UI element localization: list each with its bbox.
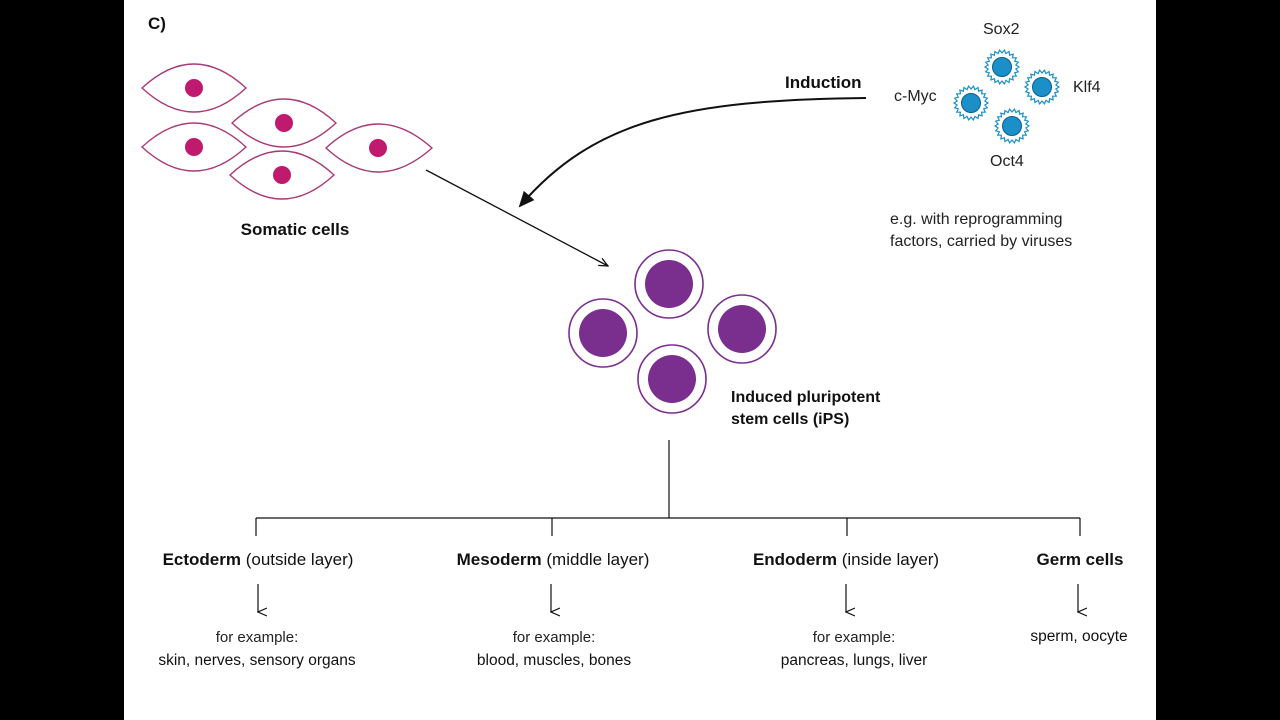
somatic-cell [228, 150, 336, 200]
germ-cells-examples: sperm, oocyte [1030, 628, 1128, 645]
oct4-particle [993, 108, 1031, 144]
ips-label-line1: Induced pluripotent [731, 389, 881, 406]
cmyc-particle [952, 85, 990, 121]
mesoderm-examples: blood, muscles, bones [476, 652, 632, 669]
somatic-cell [140, 63, 248, 113]
somatic-cells-label: Somatic cells [240, 220, 350, 239]
somatic-cells-group [140, 63, 434, 200]
reprogramming-note-line1: e.g. with reprogramming [890, 211, 1063, 228]
induction-label: Induction [785, 73, 862, 92]
ectoderm-desc: (outside layer) [240, 550, 354, 569]
sox2-particle [983, 49, 1021, 85]
ips-cell [568, 298, 638, 368]
diagram-canvas: C) Somatic cells Induction Sox2 Klf4 c-M… [124, 0, 1156, 720]
ips-cells-group [568, 249, 777, 414]
germ-cells-heading: Germ cells [1037, 550, 1124, 570]
endoderm-example-label: for example: [812, 629, 896, 646]
lineage-tree [255, 440, 1080, 612]
somatic-cell [324, 123, 434, 173]
ips-cell [637, 344, 707, 414]
reprogramming-note-line2: factors, carried by viruses [890, 233, 1073, 250]
mesoderm-example-label: for example: [512, 629, 596, 646]
panel-label: C) [148, 14, 166, 33]
klf4-particle [1023, 69, 1061, 105]
germ-cells-name: Germ cells [1036, 550, 1124, 569]
endoderm-desc: (inside layer) [837, 550, 940, 569]
factor-label-klf4: Klf4 [1073, 79, 1101, 96]
ectoderm-example-label: for example: [215, 629, 299, 646]
endoderm-name: Endoderm [752, 550, 838, 569]
factor-label-sox2: Sox2 [983, 21, 1020, 38]
somatic-cell [230, 98, 338, 148]
endoderm-heading: Endoderm (inside layer) [753, 550, 939, 570]
mesoderm-name: Mesoderm [456, 550, 542, 569]
somatic-cell [140, 122, 248, 172]
factor-label-cmyc: c-Myc [894, 88, 937, 105]
ectoderm-name: Ectoderm [162, 550, 241, 569]
ips-cell [707, 294, 777, 364]
mesoderm-heading: Mesoderm (middle layer) [457, 550, 650, 570]
reprogramming-note: e.g. with reprogramming factors, carried… [890, 209, 1072, 253]
ips-cell [634, 249, 704, 319]
ectoderm-heading: Ectoderm (outside layer) [163, 550, 354, 570]
endoderm-examples: pancreas, lungs, liver [780, 652, 928, 669]
induction-arrow [518, 97, 867, 208]
diagram-graphics [140, 49, 1156, 720]
ips-label: Induced pluripotent stem cells (iPS) [731, 387, 880, 431]
ips-label-line2: stem cells (iPS) [731, 411, 850, 428]
mesoderm-desc: (middle layer) [541, 550, 650, 569]
factor-particles [952, 49, 1061, 144]
somatic-to-ips-arrow [425, 169, 608, 266]
factor-label-oct4: Oct4 [990, 153, 1024, 170]
ectoderm-examples: skin, nerves, sensory organs [158, 652, 356, 669]
